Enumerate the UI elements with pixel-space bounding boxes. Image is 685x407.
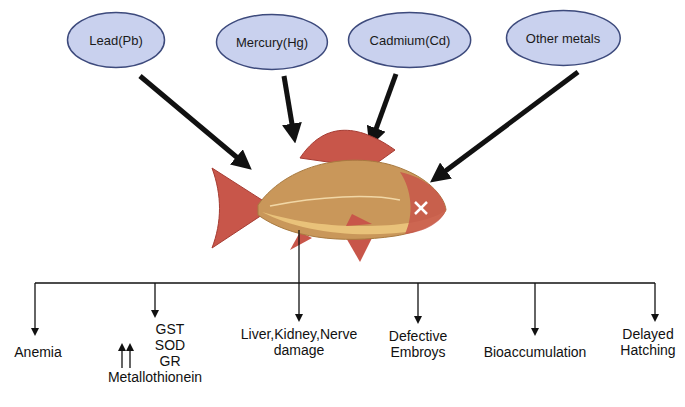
effect-label: Metallothionein: [95, 369, 215, 385]
effect-label: Delayed Hatching: [615, 326, 681, 358]
metal-name: Lead(Pb): [89, 33, 142, 48]
effect-label: Bioaccumulation: [470, 344, 600, 360]
effect-label: Anemia: [3, 344, 73, 360]
effect-label: SOD: [150, 337, 190, 353]
input-arrow: [372, 74, 396, 140]
metal-ellipse: Cadmium(Cd): [347, 11, 472, 69]
effect-label: Liver,Kidney,Nerve damage: [229, 326, 369, 358]
input-arrow: [140, 76, 246, 165]
metal-name: Cadmium(Cd): [370, 33, 451, 48]
metal-name: Mercury(Hg): [236, 35, 308, 50]
input-arrow: [436, 72, 578, 178]
metal-ellipse: Other metals: [505, 9, 622, 67]
effect-tree: [35, 230, 655, 368]
fish: [212, 130, 446, 262]
effect-label: Defective Embroys: [373, 328, 463, 360]
metal-ellipse: Mercury(Hg): [215, 13, 329, 71]
effect-label: GR: [150, 353, 190, 369]
input-arrow: [284, 76, 294, 136]
effect-label: GST: [150, 321, 190, 337]
metal-name: Other metals: [526, 31, 600, 46]
metal-ellipse: Lead(Pb): [66, 11, 166, 69]
